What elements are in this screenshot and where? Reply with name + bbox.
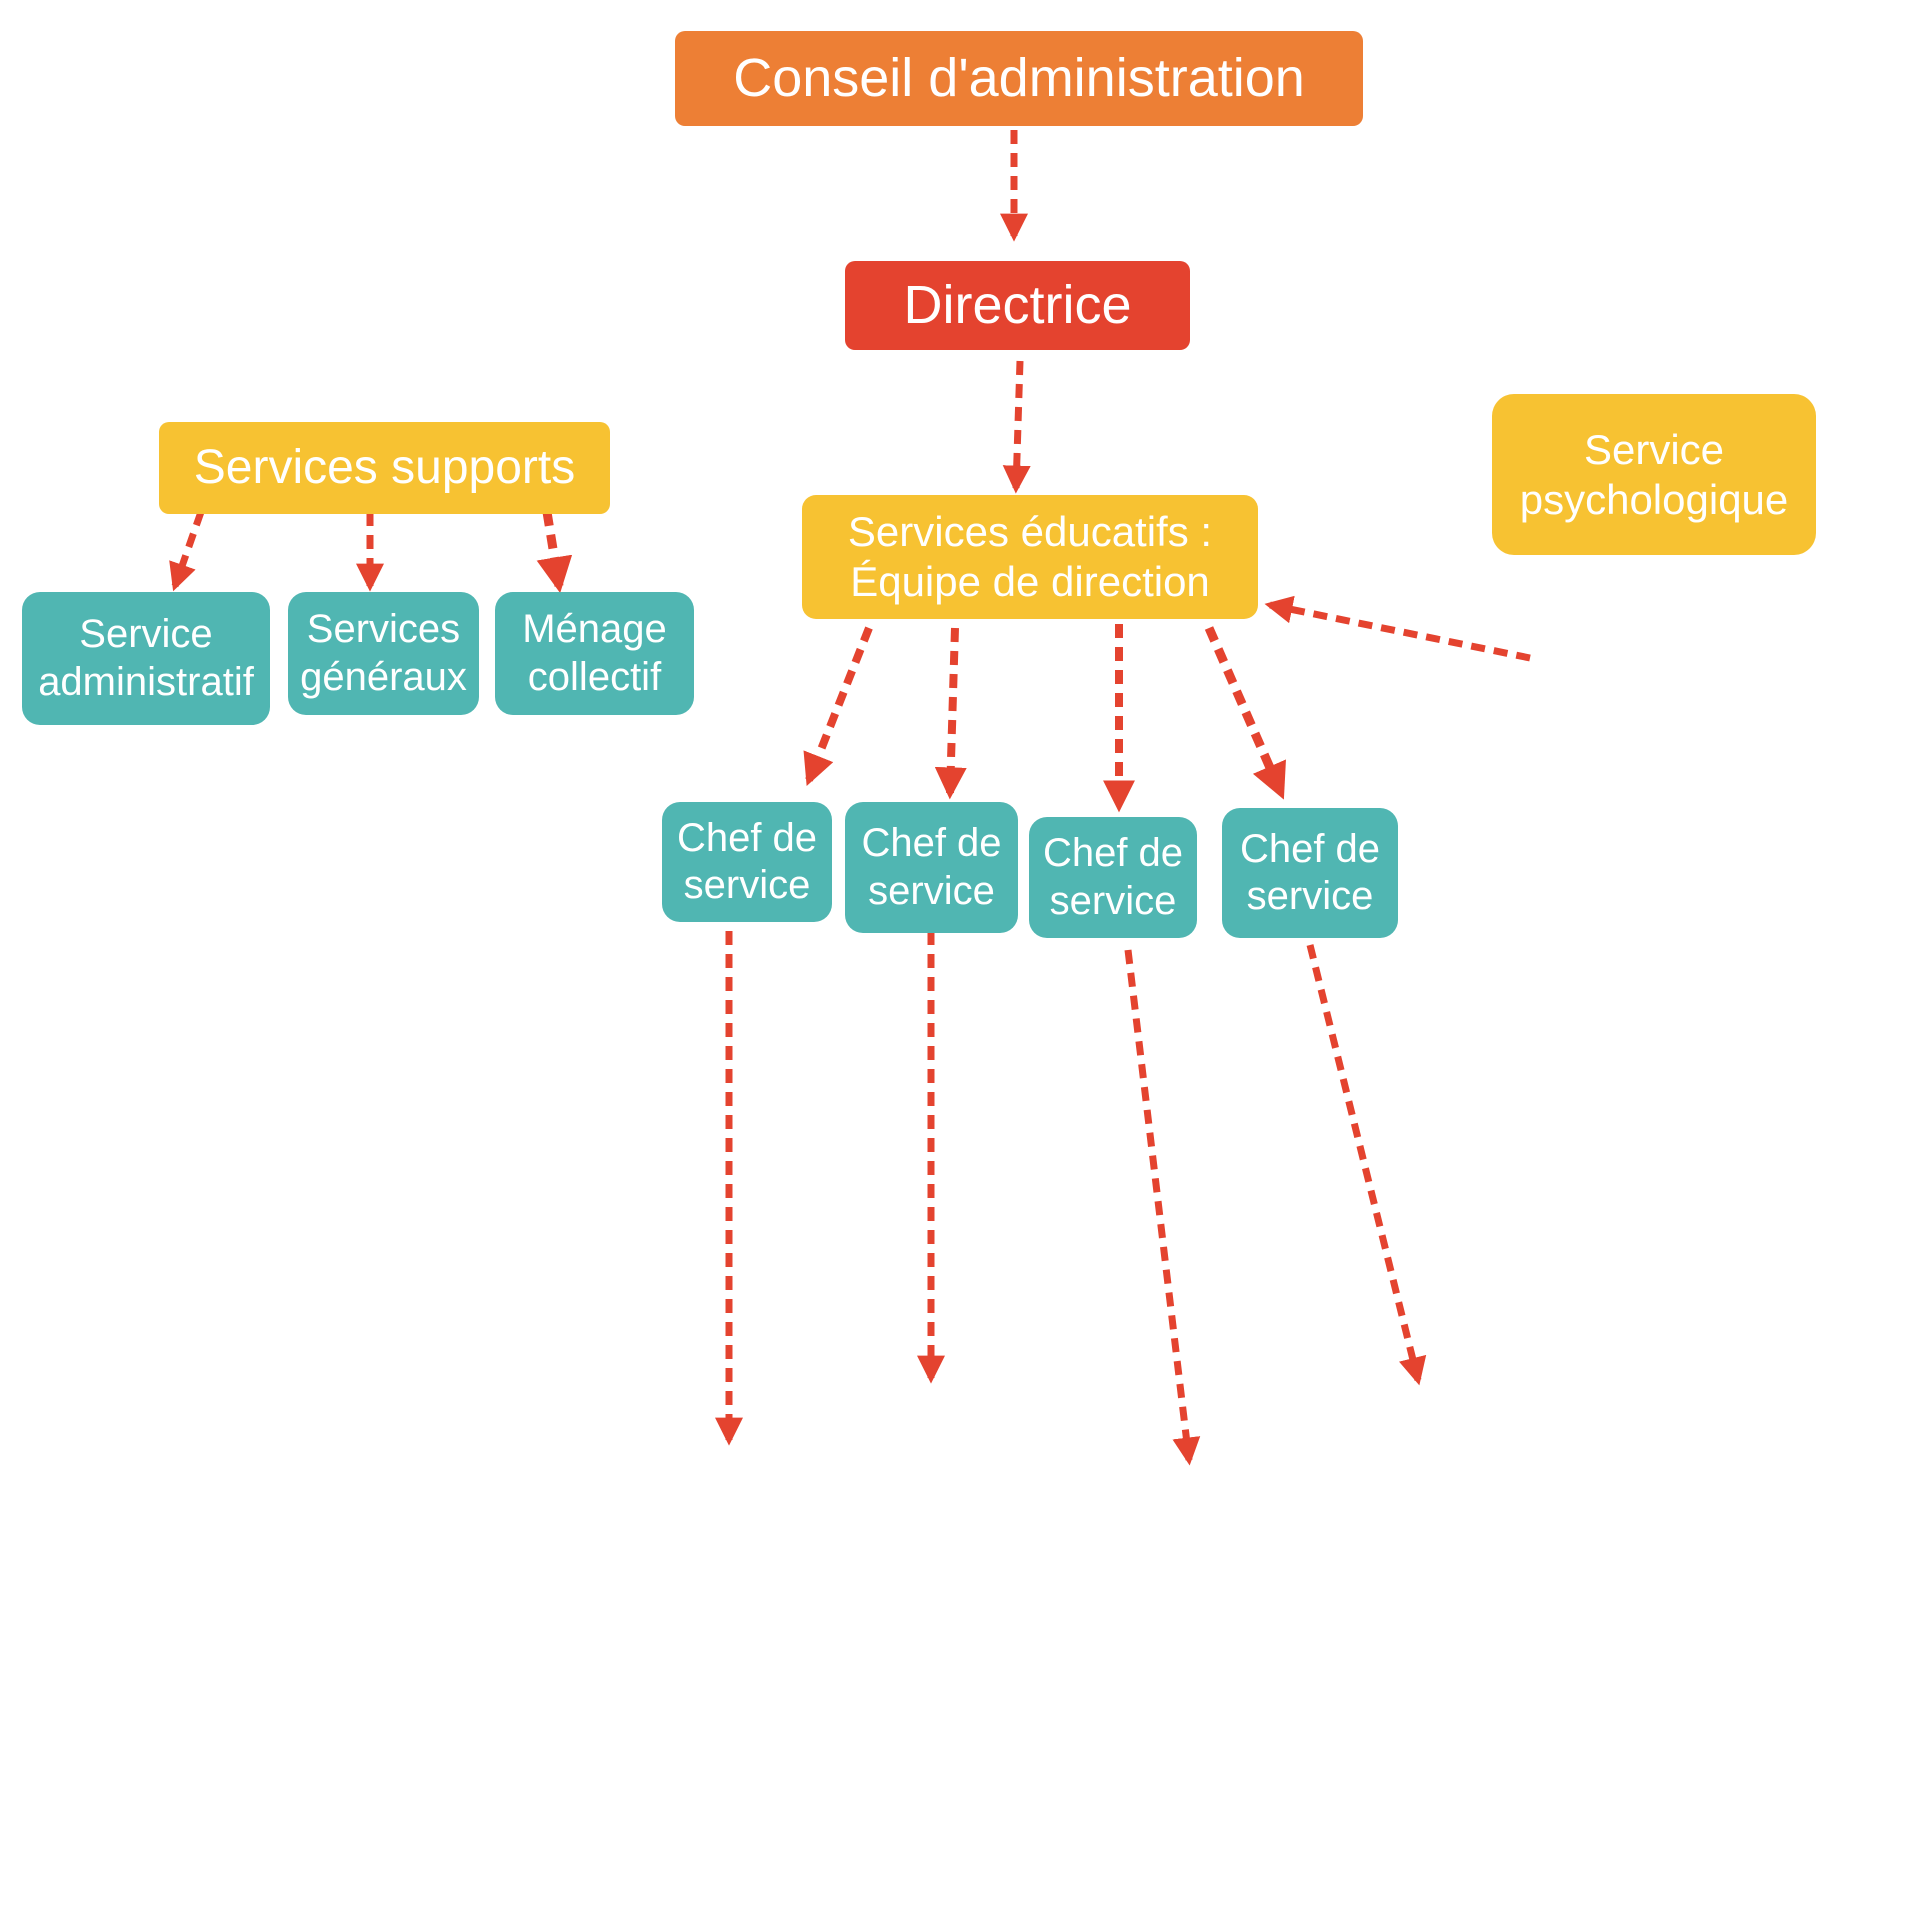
arrow-educatifs-to-chef-1	[803, 626, 873, 786]
chef-de-service-3-label-line-2: service	[1049, 878, 1177, 923]
arrow-supports-to-administratif	[169, 510, 205, 592]
services-supports-label: Services supports	[193, 440, 576, 494]
arrow-psychologique-to-educatifs	[1264, 595, 1531, 662]
chef-de-service-2-label-line-1: Chef de	[861, 821, 1002, 866]
arrow-chef-3-down	[1124, 949, 1201, 1466]
service-administratif-label-line-2: administratif	[38, 659, 254, 704]
arrow-educatifs-to-chef-2	[934, 627, 967, 800]
menage-collectif-node: Ménage collectif	[495, 592, 694, 715]
arrow-chef-4-down	[1306, 944, 1427, 1386]
chef-de-service-1-label-line-1: Chef de	[676, 815, 818, 860]
service-psychologique-node: Service psychologique	[1492, 394, 1816, 555]
services-generaux-node: Services généraux	[288, 592, 479, 715]
services-educatifs-label-line-1: Services éducatifs :	[847, 508, 1213, 556]
chef-de-service-node-1: Chef de service	[662, 802, 832, 922]
services-generaux-label-line-1: Services	[306, 607, 461, 652]
menage-collectif-label-line-1: Ménage	[522, 607, 667, 652]
service-psychologique-label-line-2: psychologique	[1519, 475, 1789, 523]
chef-de-service-1-label-line-2: service	[683, 863, 811, 907]
chef-de-service-node-2: Chef de service	[845, 802, 1018, 933]
service-psychologique-label-line-1: Service	[1583, 425, 1725, 473]
menage-collectif-label-line-2: collectif	[527, 654, 662, 699]
chef-de-service-node-3: Chef de service	[1029, 817, 1197, 938]
chef-de-service-2-label-line-2: service	[868, 868, 995, 913]
arrow-directrice-to-educatifs	[1002, 360, 1031, 494]
arrow-educatifs-to-chef-4	[1204, 626, 1286, 800]
arrow-supports-to-menage	[536, 511, 573, 594]
directrice-label: Directrice	[903, 274, 1132, 335]
chef-de-service-4-label-line-2: service	[1246, 874, 1374, 918]
chef-de-service-node-4: Chef de service	[1222, 808, 1398, 938]
chef-de-service-3-label-line-1: Chef de	[1042, 831, 1184, 876]
conseil-administration-node: Conseil d'administration	[675, 31, 1363, 126]
service-administratif-node: Service administratif	[22, 592, 270, 725]
conseil-administration-label: Conseil d'administration	[733, 47, 1305, 108]
services-educatifs-label-line-2: Équipe de direction	[850, 558, 1210, 605]
service-administratif-label-line-1: Service	[79, 612, 213, 657]
services-educatifs-node: Services éducatifs : Équipe de direction	[802, 495, 1258, 619]
chef-de-service-4-label-line-1: Chef de	[1239, 826, 1381, 871]
directrice-node: Directrice	[845, 261, 1190, 350]
services-supports-node: Services supports	[159, 422, 610, 514]
services-generaux-label-line-2: généraux	[300, 654, 467, 699]
